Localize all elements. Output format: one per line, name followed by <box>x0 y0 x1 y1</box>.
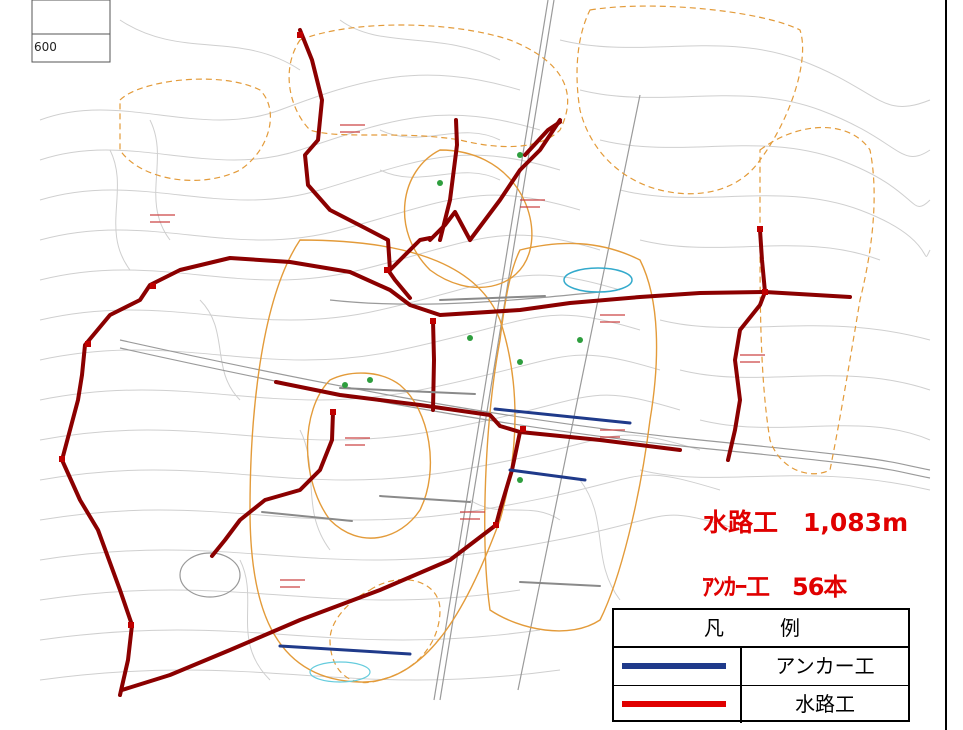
road-lines <box>119 0 931 701</box>
waterway-lines <box>60 28 852 697</box>
frame-border <box>945 0 947 730</box>
pond-marker <box>563 267 633 293</box>
pond-marker <box>309 661 371 683</box>
waterway-total: 水路工 1,083m <box>703 508 909 537</box>
legend-swatch-cell <box>614 648 742 685</box>
vegetation-markers <box>342 152 583 483</box>
annotation-marks <box>150 124 765 588</box>
line-red-icon <box>622 701 726 707</box>
basin-outline <box>179 552 241 598</box>
legend-swatch-cell <box>614 686 742 723</box>
legend-title: 凡 例 <box>614 610 908 648</box>
legend-row-waterway: 水路工 <box>614 686 908 723</box>
scale-box <box>31 0 111 63</box>
legend-label-waterway: 水路工 <box>795 692 855 716</box>
anchor-total: ｱﾝｶｰ工 56本 <box>702 573 847 601</box>
scale-label: 600 <box>34 40 57 54</box>
block-boundaries-dashed <box>119 5 875 684</box>
waterway-nodes <box>59 32 768 628</box>
block-boundaries <box>249 149 658 683</box>
contour-lines <box>39 19 931 681</box>
legend-row-anchor: アンカー工 <box>614 648 908 686</box>
legend: 凡 例 アンカー工 水路工 <box>612 608 910 723</box>
line-blue-icon <box>622 663 726 669</box>
legend-label-anchor: アンカー工 <box>775 654 875 678</box>
anchor-lines <box>261 295 632 656</box>
